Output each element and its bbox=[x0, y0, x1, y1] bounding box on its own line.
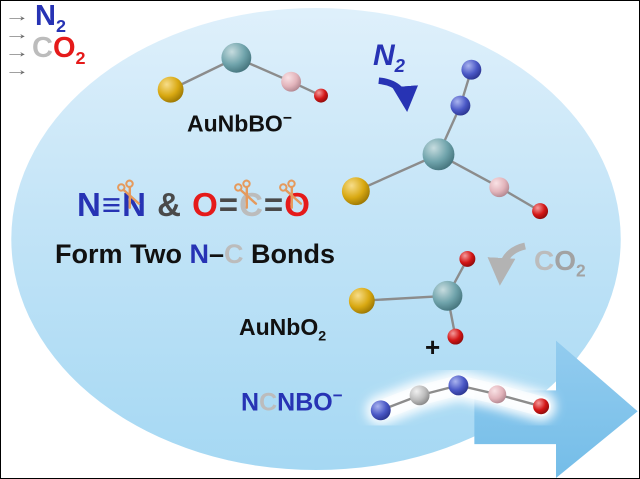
atom-O bbox=[532, 203, 549, 220]
double-bond-right: = bbox=[263, 178, 305, 223]
n2-step-label: N2 bbox=[373, 39, 405, 76]
reactant-formula: AuNbBO− bbox=[187, 110, 292, 137]
co2-release-arrow bbox=[487, 242, 527, 286]
input-arrow-icon: → bbox=[4, 63, 30, 79]
co2-step-label: CO2 bbox=[534, 245, 586, 281]
triple-bond: ≡ bbox=[101, 178, 143, 223]
form-bonds-c: C bbox=[224, 239, 244, 269]
form-bonds-n: N bbox=[189, 239, 210, 269]
n2-subscript: 2 bbox=[55, 15, 66, 36]
molecule-aunbo2-product bbox=[348, 250, 476, 345]
triple-bond-symbol: ≡ bbox=[101, 186, 123, 223]
co2-o: O bbox=[52, 32, 76, 64]
atom-Nb bbox=[432, 280, 463, 311]
form-bonds-post: Bonds bbox=[243, 239, 336, 269]
arrow-glyph: → bbox=[4, 8, 30, 25]
reactant-charge: − bbox=[282, 110, 292, 127]
co2-step-c: C bbox=[534, 245, 555, 276]
atom-B bbox=[281, 71, 302, 92]
n2-symbol: N bbox=[35, 0, 56, 32]
reactant-text: AuNbBO bbox=[187, 110, 283, 137]
plus-text: + bbox=[425, 332, 441, 362]
co2-subscript: 2 bbox=[75, 47, 86, 68]
co2-c: C bbox=[32, 32, 53, 64]
co2-step-subscript: 2 bbox=[576, 260, 586, 281]
atom-O bbox=[459, 250, 476, 267]
atom-O bbox=[533, 398, 550, 415]
double-bond-symbol: = bbox=[218, 186, 240, 223]
input-arrow-icon: → bbox=[4, 9, 30, 25]
product2-c: C bbox=[259, 388, 278, 417]
n2-step-subscript: 2 bbox=[394, 55, 406, 76]
atom-Nb bbox=[221, 42, 252, 73]
input-n2-label: N2 bbox=[35, 1, 66, 37]
atom-Au bbox=[348, 287, 375, 314]
n2-step-symbol: N bbox=[373, 39, 395, 72]
atom-B bbox=[488, 385, 507, 404]
n2-addition-arrow bbox=[378, 77, 419, 113]
product2-formula: NCNBO− bbox=[241, 386, 343, 417]
product1-formula: AuNbO2 bbox=[239, 314, 327, 345]
atom-Au bbox=[341, 177, 370, 206]
product2-n1: N bbox=[241, 388, 260, 417]
molecule-aunbbo-reactant bbox=[157, 42, 328, 103]
product1-subscript: 2 bbox=[318, 328, 327, 345]
plus-sign: + bbox=[425, 333, 440, 362]
bond-cleavage-text: N≡N & O=C=O bbox=[77, 178, 311, 223]
molecule-aunb-n2-bo-intermediate bbox=[341, 59, 549, 220]
co2-step-o: O bbox=[554, 245, 577, 276]
atom-N bbox=[448, 375, 469, 396]
atom-N bbox=[461, 59, 482, 80]
atom-Au bbox=[157, 76, 184, 103]
product1-text: AuNbO bbox=[239, 314, 319, 340]
molecule-layer bbox=[157, 42, 557, 426]
input-arrow-icon: → bbox=[4, 27, 30, 43]
cleavage-o-left: O bbox=[192, 186, 219, 223]
atom-O bbox=[314, 88, 328, 103]
background-ellipse bbox=[11, 7, 621, 471]
atom-N bbox=[370, 400, 391, 421]
product2-bo: BO bbox=[295, 388, 333, 417]
double-bond-left: = bbox=[218, 178, 260, 223]
cleavage-n-left: N bbox=[77, 186, 102, 223]
arrow-glyph: → bbox=[4, 26, 30, 43]
product2-charge: − bbox=[332, 386, 343, 405]
arrow-glyph: → bbox=[4, 62, 30, 79]
ampersand: & bbox=[146, 186, 193, 223]
atom-Nb bbox=[422, 138, 455, 171]
form-bonds-text: Form Two N–C Bonds bbox=[55, 239, 336, 270]
arrow-glyph: → bbox=[4, 44, 30, 61]
input-co2-label: CO2 bbox=[32, 32, 86, 69]
form-bonds-dash: – bbox=[209, 239, 225, 269]
form-bonds-pre: Form Two bbox=[55, 239, 190, 269]
double-bond-symbol: = bbox=[263, 186, 285, 223]
atom-C bbox=[409, 385, 430, 406]
atom-O bbox=[447, 328, 464, 345]
atom-B bbox=[489, 177, 510, 198]
atom-N bbox=[450, 95, 471, 116]
input-arrow-icon: → bbox=[4, 45, 30, 61]
product2-n2: N bbox=[277, 388, 296, 417]
molecule-ncnbo-product bbox=[365, 370, 557, 426]
result-arrow bbox=[474, 340, 638, 478]
